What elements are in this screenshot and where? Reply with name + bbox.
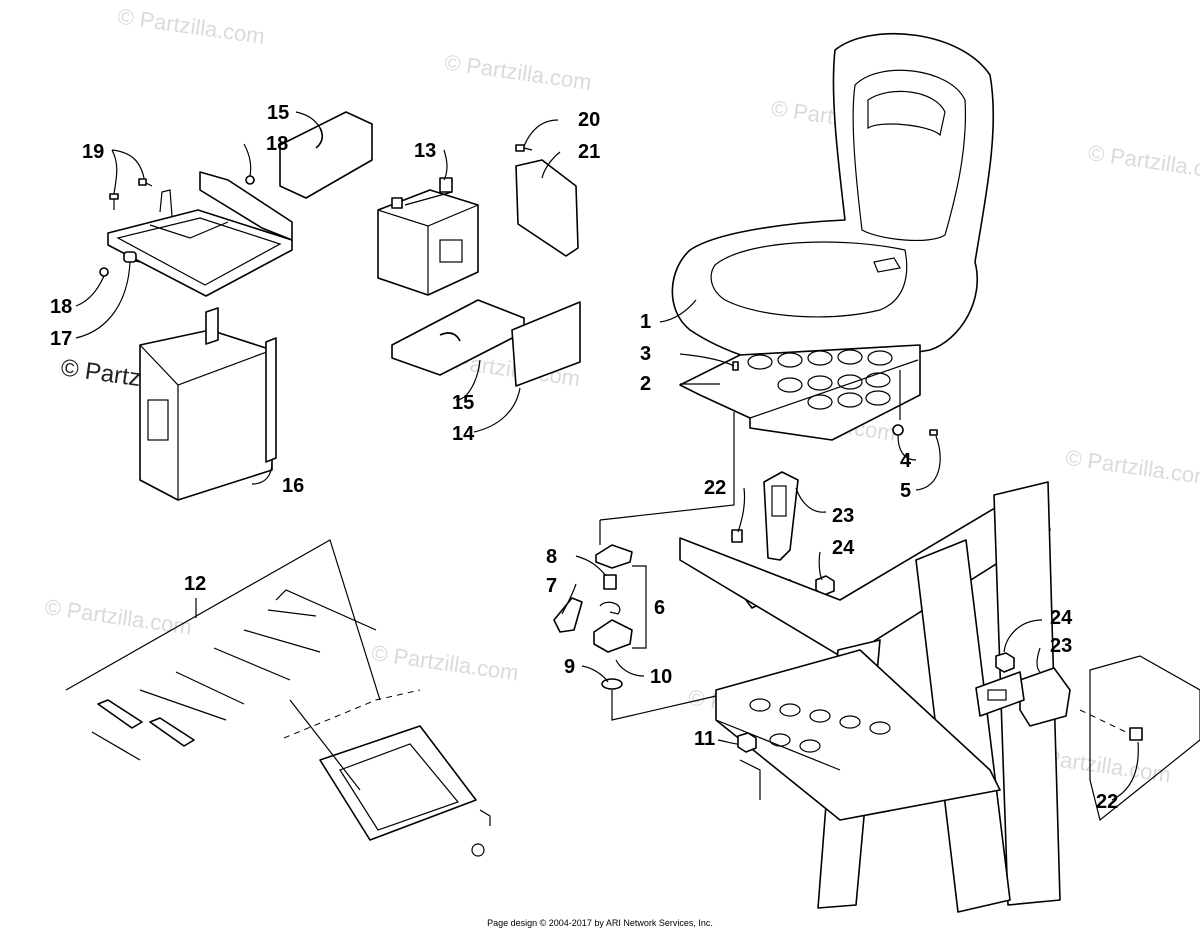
callout-1: 1 [640,311,651,333]
seat-belt-lower [975,667,1071,727]
callout-17: 17 [50,328,72,350]
tool-kit [65,539,381,761]
callout-11: 11 [694,728,715,750]
callout-4: 4 [900,450,912,472]
watermark: © Partzilla.com [43,594,193,639]
callouts: 1 2 3 4 5 6 7 8 9 10 11 12 13 14 15 15 1… [50,102,1118,813]
callout-12: 12 [184,573,206,595]
callout-2: 2 [640,373,651,395]
pad-15-upper [279,111,373,199]
watermark: © Partzilla.com [1087,140,1200,185]
seat [671,33,995,369]
callout-8: 8 [546,546,557,568]
callout-16: 16 [282,475,304,497]
callout-14: 14 [452,423,475,445]
callout-20: 20 [578,109,600,131]
callout-18-lower: 18 [50,296,72,318]
callout-15-lower: 15 [452,392,474,414]
watermark: © Partzilla.com [370,640,520,685]
callout-10: 10 [650,666,672,688]
screw-19 [109,178,153,210]
leader-lines [75,111,1139,801]
frame-side-panel [1089,655,1200,822]
watermark: © Partzilla.com [443,50,593,95]
frame [679,481,1061,913]
callout-3: 3 [640,343,651,365]
callout-22-lower: 22 [1096,791,1118,813]
screw-20 [515,144,525,152]
seat-base [679,344,921,441]
callout-18-upper: 18 [266,133,288,155]
callout-23-lower: 23 [1050,635,1072,657]
callout-15-upper: 15 [267,102,289,124]
nut-18-upper [245,175,255,185]
nut-11 [737,732,757,753]
cover-21 [515,159,579,257]
callout-21: 21 [578,141,600,163]
battery-box [139,307,277,501]
callout-5: 5 [900,480,911,502]
bolt-22-lower [1129,727,1143,741]
callout-7: 7 [546,575,557,597]
callout-22-upper: 22 [704,477,726,499]
callout-23-upper: 23 [832,505,854,527]
bolt-5 [929,429,938,436]
watermark: © Partzilla.com [116,4,266,49]
callout-24-upper: 24 [832,537,855,559]
callout-9: 9 [564,656,575,678]
pad-14 [511,301,581,387]
tool-tray-storage [283,689,491,857]
watermark: © Partzilla.com [1064,445,1200,490]
battery [377,177,479,296]
nut-4 [892,424,904,436]
page-footer: Page design © 2004-2017 by ARI Network S… [487,918,713,928]
callout-13: 13 [414,140,436,162]
callout-24-lower: 24 [1050,607,1073,629]
nut-18-lower [99,267,109,277]
battery-tray [107,171,293,297]
bolt-22-upper [731,529,743,543]
callout-6: 6 [654,597,665,619]
nut-24-lower [995,652,1015,673]
callout-19: 19 [82,141,104,163]
